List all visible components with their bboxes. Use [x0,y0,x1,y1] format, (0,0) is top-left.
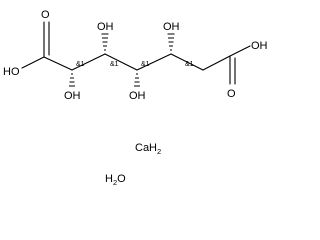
stereo-label-c2: &1 [110,61,119,68]
water-h: H [105,173,113,185]
structure-drawing: HO O OH OH OH OH O OH &1 &1 &1 &1 CaH2 H… [3,9,268,187]
counterion-subscript: 2 [157,147,161,156]
atom-oh-bottom-2: OH [129,90,146,102]
atom-ho-left: HO [3,66,20,78]
bond-skeleton [21,21,251,85]
bond-c2-c3 [71,53,106,71]
bond-c1-c2 [43,56,73,71]
water-subscript: 2 [113,178,117,187]
hash-wedge-c4-oh [134,73,140,87]
hash-wedge-c2-oh [69,73,75,87]
stereo-label-c4: &1 [185,61,194,68]
atom-oh-top-2: OH [163,21,180,33]
counterion-formula: CaH2 [135,142,161,156]
atom-o-right: O [227,88,236,100]
bond-c5-c6 [170,53,204,71]
water-formula: H2O [105,173,126,187]
stereo-label-c3: &1 [141,61,150,68]
bond-c6-c7 [202,55,231,71]
bond-c3-c4 [104,53,138,71]
water-o: O [117,173,126,185]
atom-oh-top-1: OH [97,21,114,33]
stereo-label-c1: &1 [76,61,85,68]
bond-c4-c5 [136,53,172,71]
atom-oh-right: OH [251,40,268,52]
atom-o-left: O [41,9,50,21]
bond-ho-c1 [21,56,45,69]
hash-wedge-c3-oh [101,33,109,51]
bond-c7-oh [229,45,251,57]
hash-wedge-c5-oh [167,33,175,51]
counterion-symbol: CaH [135,142,157,154]
atom-oh-bottom-1: OH [64,90,81,102]
stereo-bonds [69,33,175,87]
molecule-svg: HO O OH OH OH OH O OH &1 &1 &1 &1 CaH2 H… [3,9,268,187]
